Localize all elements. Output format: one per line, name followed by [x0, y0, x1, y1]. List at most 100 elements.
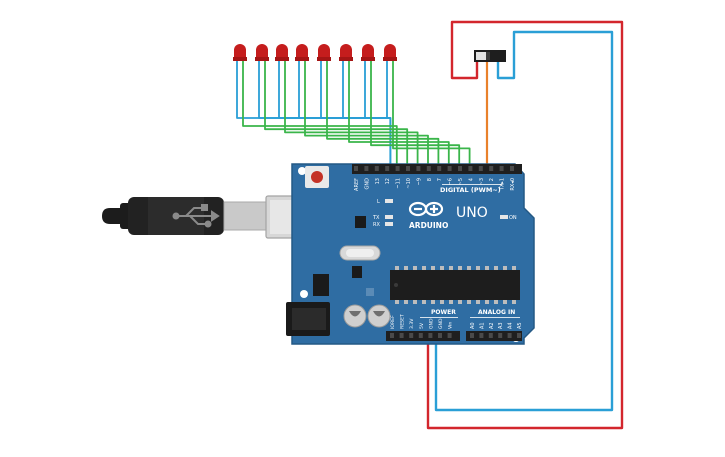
digital-pin-hole[interactable]: [437, 166, 442, 171]
chip-pin: [476, 266, 480, 270]
analog-pin-label: A3: [498, 322, 504, 329]
led-dome: [256, 44, 268, 58]
anode-wire[interactable]: [370, 60, 461, 167]
analog-pin-hole[interactable]: [479, 333, 484, 338]
led-dome: [234, 44, 246, 58]
anode-wire[interactable]: [392, 60, 471, 167]
led-1[interactable]: [233, 44, 247, 61]
chip-pin: [485, 266, 489, 270]
analog-pin-hole[interactable]: [517, 333, 521, 338]
led-7[interactable]: [361, 44, 375, 61]
led-5[interactable]: [317, 44, 331, 61]
analog-pin-label: A1: [479, 322, 485, 329]
reset-button[interactable]: [311, 171, 323, 183]
led-8[interactable]: [383, 44, 397, 61]
digital-pin-label: ~3: [479, 178, 485, 185]
power-pin-hole[interactable]: [399, 333, 404, 338]
power-pin-hole[interactable]: [447, 333, 452, 338]
led-4[interactable]: [295, 44, 309, 61]
analog-pin-label: A5: [517, 322, 523, 329]
chip-pin: [494, 266, 498, 270]
led-dome: [318, 44, 330, 58]
chip-pin: [458, 300, 462, 304]
arduino-wordmark: ARDUINO: [409, 221, 448, 230]
chip-pin: [431, 300, 435, 304]
digital-pin-label: TX▸1: [500, 178, 506, 191]
digital-pin-label: ~5: [458, 178, 464, 185]
power-pin-hole[interactable]: [438, 333, 442, 338]
chip-pin: [494, 300, 498, 304]
led-2[interactable]: [255, 44, 269, 61]
digital-pin-hole[interactable]: [416, 166, 421, 171]
digital-pin-label: 13: [375, 178, 381, 184]
digital-pin-hole[interactable]: [478, 166, 483, 171]
digital-pin-hole[interactable]: [395, 166, 400, 171]
digital-pin-hole[interactable]: [426, 166, 431, 171]
digital-pin-label: AREF: [354, 178, 360, 191]
voltage-regulator: [313, 274, 329, 296]
wire-red-5v[interactable]: [426, 20, 624, 430]
power-pin-label: 3.3V: [409, 318, 415, 329]
analog-pin-label: A2: [489, 322, 495, 329]
chip-pin: [512, 266, 516, 270]
led-3[interactable]: [275, 44, 289, 61]
power-pin-hole[interactable]: [409, 333, 414, 338]
switch-slider-shade: [486, 52, 490, 60]
led-6[interactable]: [339, 44, 353, 61]
analog-pin-hole[interactable]: [498, 333, 503, 338]
on-label: ON: [509, 215, 517, 221]
digital-pin-hole[interactable]: [374, 166, 379, 171]
power-pin-hole[interactable]: [428, 333, 433, 338]
chip-pin: [404, 300, 408, 304]
led-tx-label: TX: [372, 215, 380, 221]
bottom-pin-holes: [390, 333, 521, 338]
analog-label: ANALOG IN: [478, 309, 515, 316]
digital-pin-hole[interactable]: [354, 166, 358, 171]
digital-pin-hole[interactable]: [499, 166, 504, 171]
anode-wire[interactable]: [242, 60, 398, 167]
led-dome: [384, 44, 396, 58]
digital-pin-hole[interactable]: [458, 166, 462, 171]
power-header: [386, 331, 460, 341]
anode-wire[interactable]: [326, 60, 440, 167]
digital-pin-label: RX◂0: [510, 178, 516, 191]
wire-blue-gnd[interactable]: [434, 30, 614, 412]
arduino-logo: ARDUINO: [408, 201, 448, 230]
power-pin-hole[interactable]: [390, 333, 394, 338]
led-dome: [296, 44, 308, 58]
digital-pin-label: 7: [437, 178, 443, 181]
slide-switch[interactable]: [474, 50, 506, 62]
chip-pin: [395, 266, 399, 270]
analog-pin-hole[interactable]: [507, 333, 512, 338]
cathode-wire[interactable]: [359, 60, 366, 119]
analog-pin-hole[interactable]: [488, 333, 493, 338]
digital-pin-hole[interactable]: [447, 166, 452, 171]
digital-pin-hole[interactable]: [510, 166, 514, 171]
led-rim: [383, 57, 397, 61]
digital-pin-label: GND: [364, 178, 370, 190]
anode-wire[interactable]: [348, 60, 450, 167]
power-pin-label: Vin: [448, 322, 454, 329]
digital-pin-label: 12: [385, 178, 391, 184]
cathode-wire[interactable]: [298, 60, 362, 119]
anode-wire[interactable]: [264, 60, 409, 167]
cathode-wire[interactable]: [342, 60, 362, 119]
digital-pin-hole[interactable]: [364, 166, 369, 171]
cathode-wire[interactable]: [258, 60, 362, 119]
analog-label-line: [470, 317, 520, 318]
digital-pin-label: 8: [427, 178, 433, 181]
digital-pin-hole[interactable]: [468, 166, 473, 171]
anode-wire[interactable]: [304, 60, 429, 167]
digital-pin-hole[interactable]: [489, 166, 494, 171]
digital-pin-label: 2: [489, 178, 495, 181]
chip-pin: [476, 300, 480, 304]
led-l-indicator: [385, 199, 393, 203]
switch-slider[interactable]: [476, 52, 486, 60]
digital-pin-hole[interactable]: [385, 166, 390, 171]
digital-pin-hole[interactable]: [406, 166, 410, 171]
power-pin-hole[interactable]: [418, 333, 423, 338]
analog-pin-hole[interactable]: [470, 333, 474, 338]
chip-pin: [467, 266, 471, 270]
